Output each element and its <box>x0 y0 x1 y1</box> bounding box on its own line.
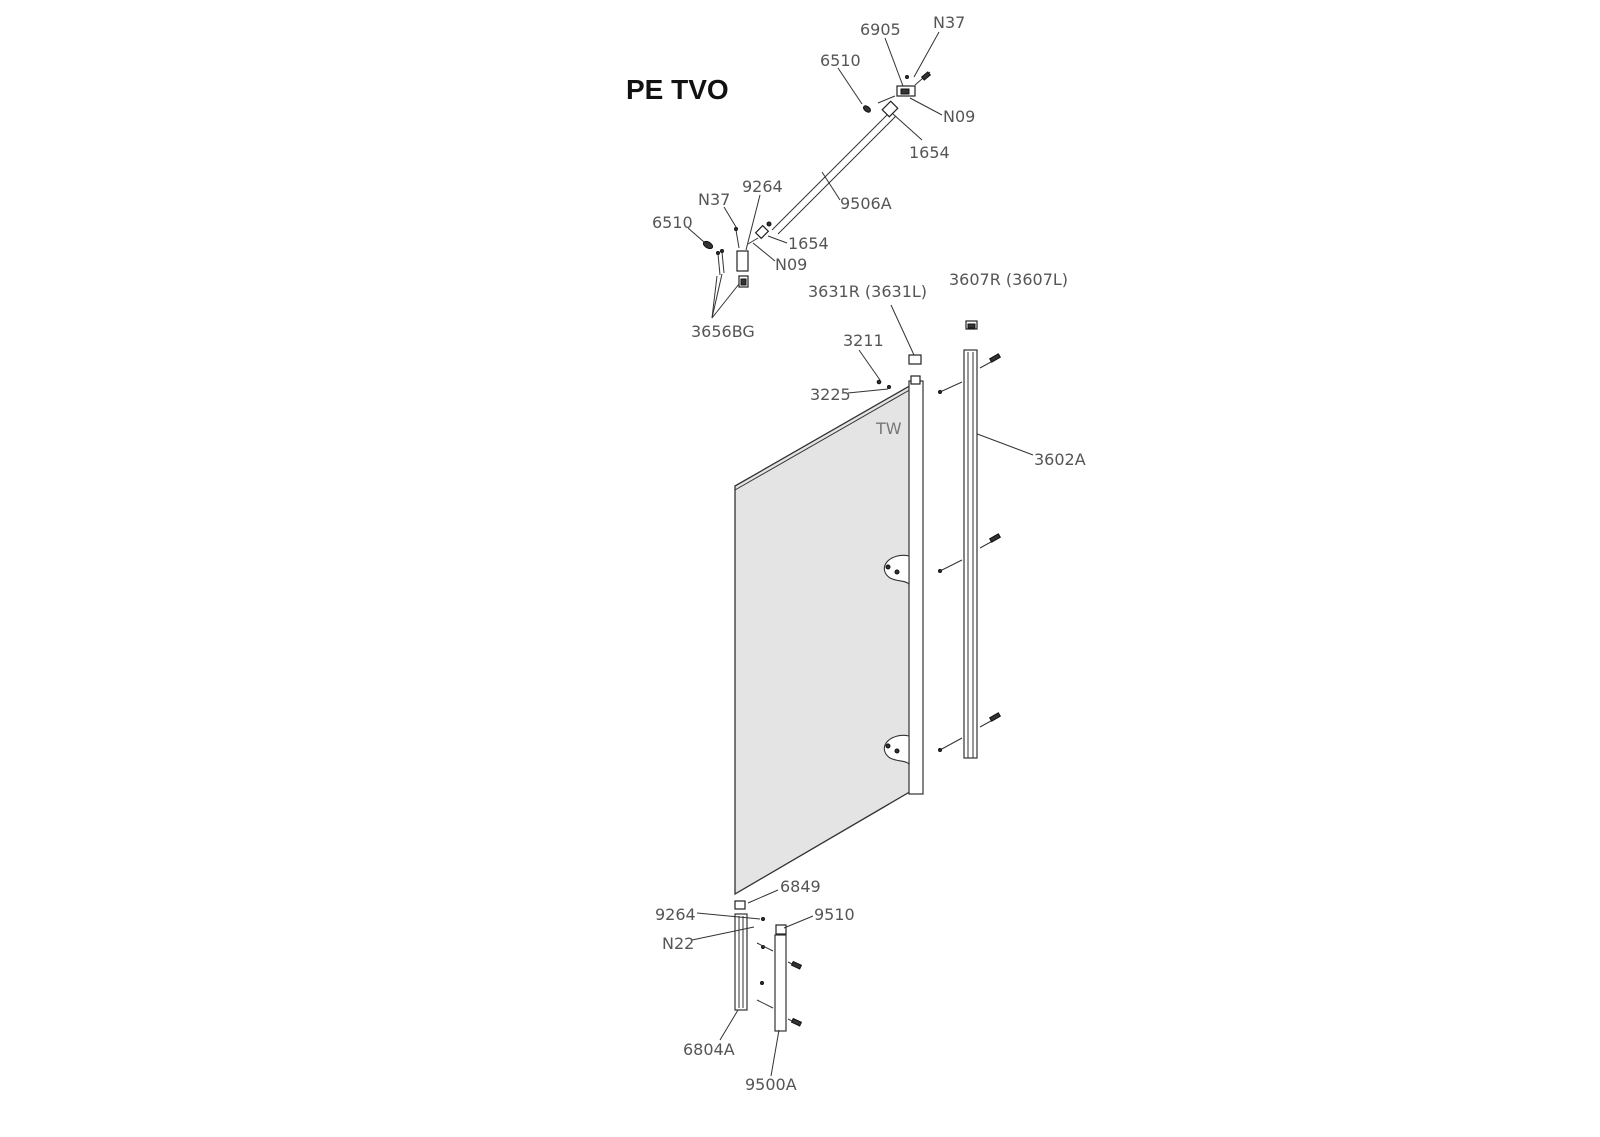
label-9506a: 9506A <box>840 194 892 213</box>
glass-profile <box>908 380 924 795</box>
cap-3211 <box>910 375 921 385</box>
screw-3211 <box>876 379 882 385</box>
label-6510-top: 6510 <box>820 51 861 70</box>
hinge-screw-lower-b <box>894 748 900 754</box>
hinge-screw-lower-a <box>885 743 891 749</box>
cap-9510 <box>775 924 787 935</box>
label-3656bg: 3656BG <box>691 322 755 341</box>
bracket-6905-detail <box>900 88 910 95</box>
label-n09-top: N09 <box>943 107 975 126</box>
diagram-title: PE TVO <box>626 74 729 105</box>
screw-3656bg-a <box>717 253 721 276</box>
bottom-assembly <box>734 900 803 1032</box>
label-9264-bottom: 9264 <box>655 905 696 924</box>
label-n09-mid: N09 <box>775 255 807 274</box>
label-n37-top: N37 <box>933 13 965 32</box>
label-3211: 3211 <box>843 331 884 350</box>
pin-top <box>877 95 896 104</box>
label-3631r: 3631R (3631L) <box>808 282 927 301</box>
leader-lines-glass <box>847 304 1034 456</box>
label-6849: 6849 <box>780 877 821 896</box>
label-n22: N22 <box>662 934 694 953</box>
label-3602a: 3602A <box>1034 450 1086 469</box>
hinge-screw-upper-b <box>894 569 900 575</box>
screw-n37-top-thread <box>920 71 932 81</box>
label-6804a: 6804A <box>683 1040 735 1059</box>
wall-bracket-lower-detail <box>740 278 747 286</box>
glass-panel: TW <box>734 354 924 896</box>
screw-n37-left-head <box>734 227 738 231</box>
label-1654-top: 1654 <box>909 143 950 162</box>
connector-1654-top <box>881 100 899 118</box>
part-labels: 6905 N37 6510 N09 1654 9506A 9264 N37 65… <box>652 13 1086 1094</box>
label-3607r: 3607R (3607L) <box>949 270 1068 289</box>
top-bar-assembly <box>702 71 932 288</box>
cap-6849 <box>734 900 746 910</box>
glass-pane-edge <box>734 387 914 491</box>
glass-pane <box>734 382 914 896</box>
screw-3656bg-b <box>721 251 725 274</box>
screw-n37-top-head <box>905 75 909 79</box>
cap-3631r <box>908 354 922 365</box>
bar-9506a-edge-a <box>771 111 891 231</box>
wall-bracket <box>736 250 749 272</box>
cap-3607r-detail <box>967 323 976 329</box>
connector-1654-mid-screw <box>766 221 772 227</box>
label-9264-top: 9264 <box>742 177 783 196</box>
hinge-screw-upper-a <box>885 564 891 570</box>
wall-profile-3602a <box>938 320 1002 759</box>
label-1654-mid: 1654 <box>788 234 829 253</box>
leader-lines-top <box>687 31 943 319</box>
label-9500a: 9500A <box>745 1075 797 1094</box>
profile-6804a <box>734 913 748 1011</box>
screw-3225 <box>887 385 891 389</box>
label-n37-left: N37 <box>698 190 730 209</box>
screw-3656bg-b-head <box>720 249 724 253</box>
glass-mark-tw: TW <box>875 419 902 438</box>
label-3225: 3225 <box>810 385 851 404</box>
cap-6510-left <box>702 240 714 250</box>
profile-9500a <box>774 934 787 1032</box>
label-9510: 9510 <box>814 905 855 924</box>
label-6905: 6905 <box>860 20 901 39</box>
label-6510-left: 6510 <box>652 213 693 232</box>
wall-profile <box>963 349 978 759</box>
pin-mid <box>747 237 759 245</box>
leader-lines-bottom <box>691 889 814 1077</box>
screw-3656bg-a-head <box>716 251 720 255</box>
connector-1654-mid <box>754 224 770 240</box>
cap-6510-top <box>863 105 871 113</box>
bar-9506a-edge-b <box>777 115 897 235</box>
screw-n37-left <box>735 229 740 249</box>
